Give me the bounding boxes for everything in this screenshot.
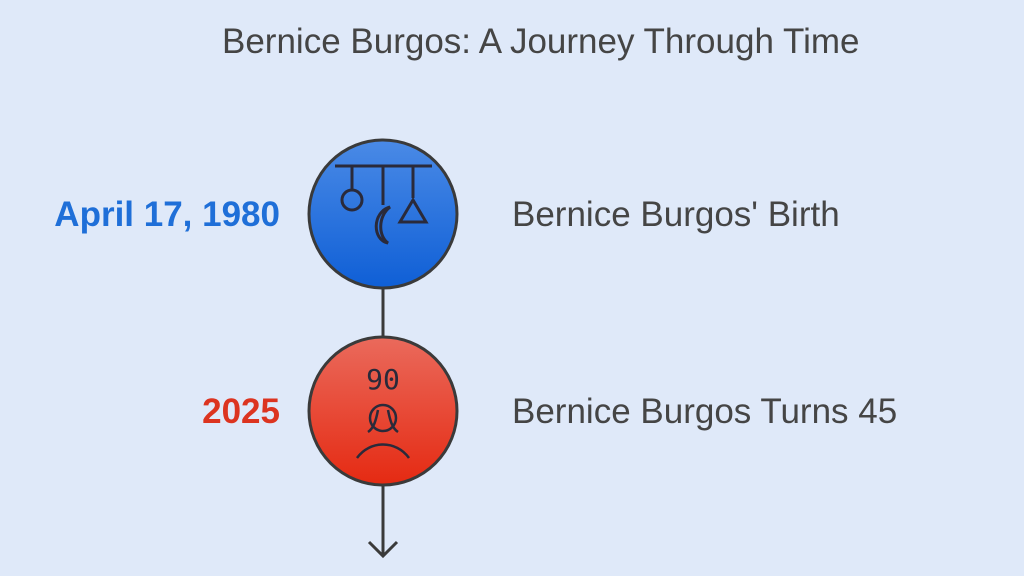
arrow-down-icon <box>367 540 399 559</box>
event-label-45: Bernice Burgos Turns 45 <box>512 392 898 431</box>
event-date-45: 2025 <box>202 392 280 431</box>
event-date-birth: April 17, 1980 <box>54 195 280 234</box>
event-label-birth: Bernice Burgos' Birth <box>512 195 840 234</box>
event-node-45 <box>307 335 459 487</box>
elderly-person-icon <box>355 403 411 459</box>
icon-age-text: 90 <box>366 363 400 396</box>
diagram-title: Bernice Burgos: A Journey Through Time <box>222 22 860 61</box>
baby-mobile-icon <box>335 164 432 245</box>
